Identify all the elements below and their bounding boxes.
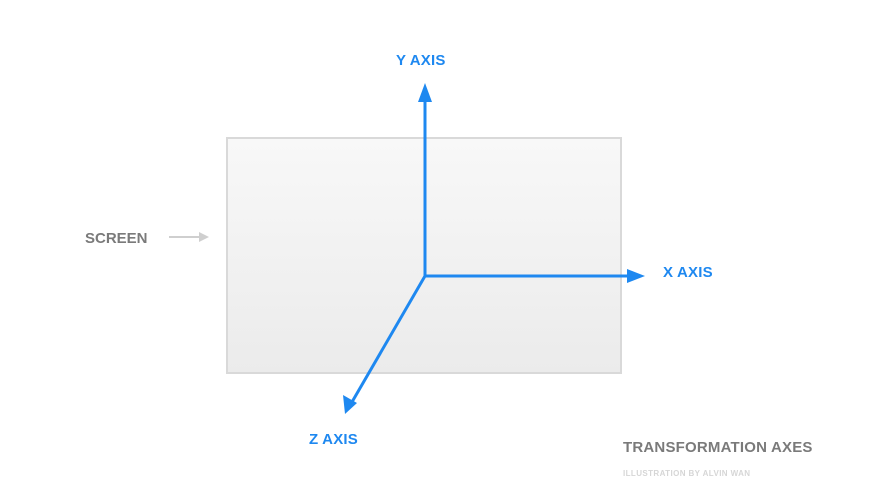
z-axis-label: Z AXIS [309,431,358,448]
z-axis-arrow [343,275,427,414]
screen-label: SCREEN [85,230,148,247]
illustration-credit: ILLUSTRATION BY ALVIN WAN [623,469,751,478]
x-axis-arrow [425,269,645,283]
y-axis-arrow [418,83,432,276]
screen-pointer-arrow-icon [169,232,209,242]
y-axis-label: Y AXIS [396,52,446,69]
y-axis-arrowhead-icon [418,83,432,102]
diagram-title: TRANSFORMATION AXES [623,439,813,456]
x-axis-label: X AXIS [663,264,713,281]
z-axis-arrowhead-icon [343,395,357,414]
x-axis-arrowhead-icon [627,269,645,283]
